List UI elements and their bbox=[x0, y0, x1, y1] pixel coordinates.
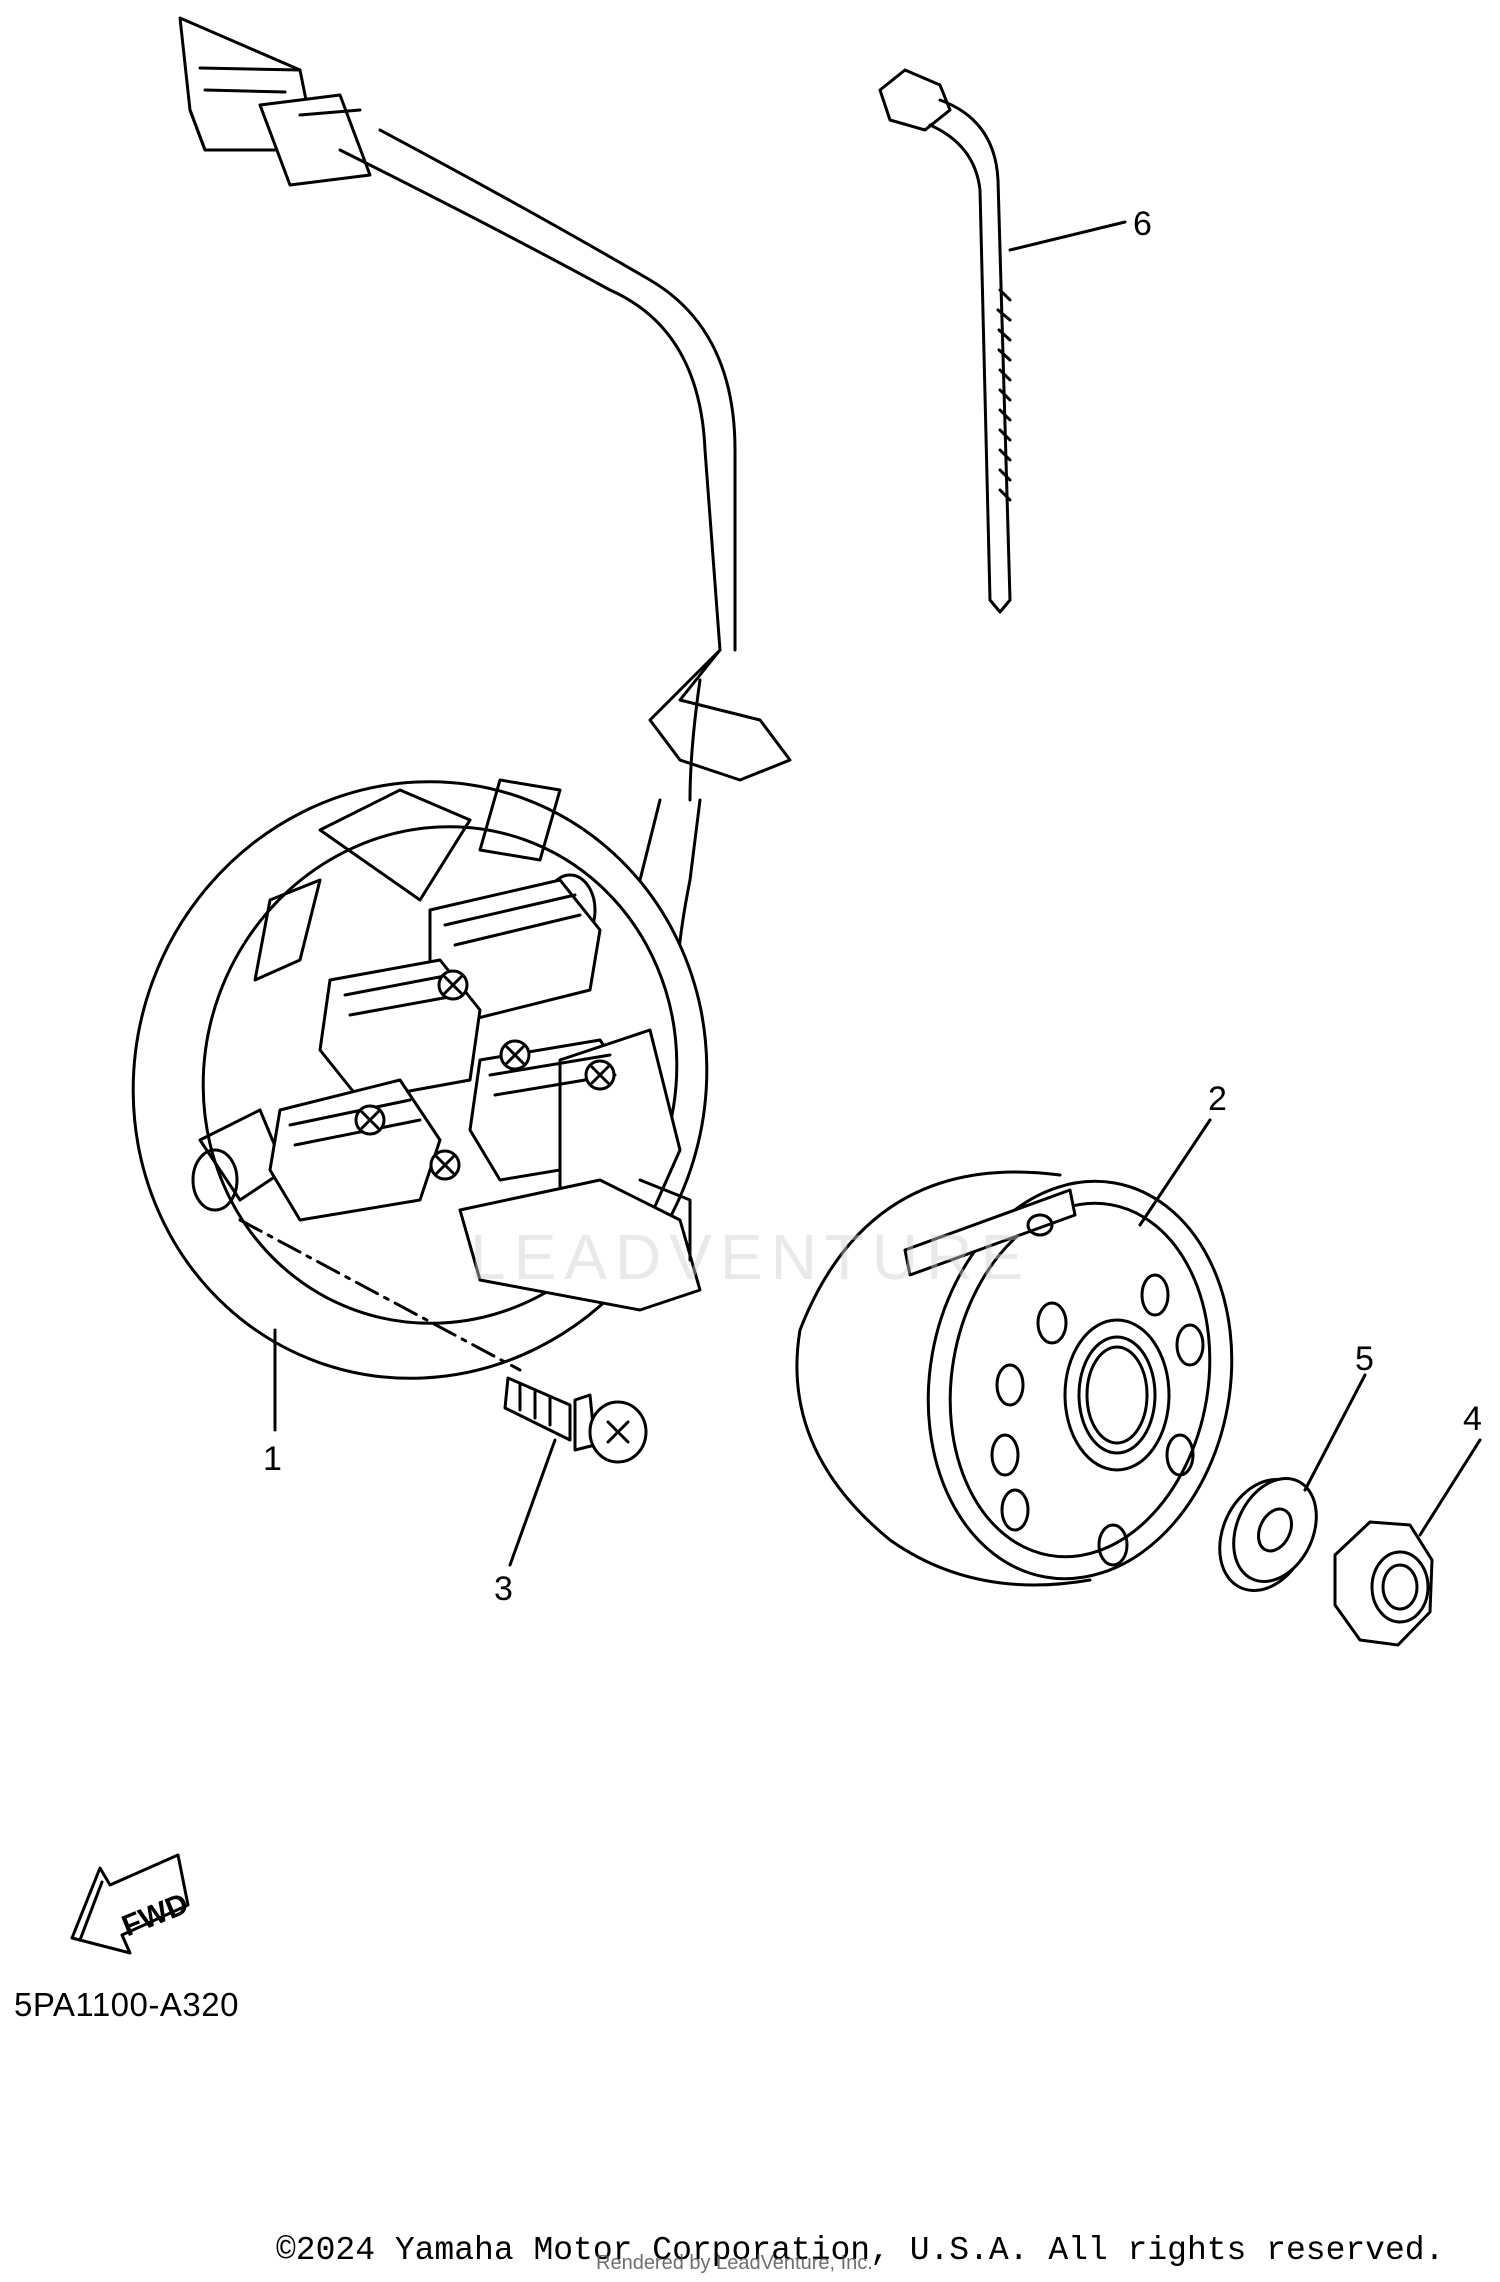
stator-coils bbox=[268, 878, 682, 1242]
alignment-line bbox=[238, 1218, 522, 1372]
watermark: LEADVENTURE bbox=[470, 1221, 1031, 1293]
bolt-part-3 bbox=[503, 1376, 648, 1567]
cable-tie-part-6 bbox=[878, 68, 1127, 614]
wire-harness bbox=[178, 16, 792, 1032]
stator-assembly-part-1 bbox=[131, 778, 709, 1380]
fwd-arrow-icon: FWD bbox=[70, 1853, 193, 1955]
callout-5: 5 bbox=[1355, 1340, 1374, 1378]
rendered-by-text: Rendered by LeadVenture, Inc. bbox=[596, 2252, 873, 2274]
callout-2: 2 bbox=[1208, 1080, 1227, 1118]
rotor-flywheel-part-2 bbox=[795, 1118, 1234, 1587]
washer-part-5 bbox=[1218, 1373, 1367, 1592]
diagram-code: 5PA1100-A320 bbox=[14, 1986, 239, 2023]
callout-4: 4 bbox=[1463, 1400, 1482, 1438]
copyright-text: ©2024 Yamaha Motor Corporation, U.S.A. A… bbox=[276, 2232, 1445, 2269]
callout-1: 1 bbox=[263, 1440, 282, 1478]
nut-part-4 bbox=[1333, 1438, 1482, 1647]
callout-6: 6 bbox=[1133, 205, 1152, 243]
callout-3: 3 bbox=[494, 1570, 513, 1608]
rotor-holes bbox=[990, 1273, 1205, 1567]
